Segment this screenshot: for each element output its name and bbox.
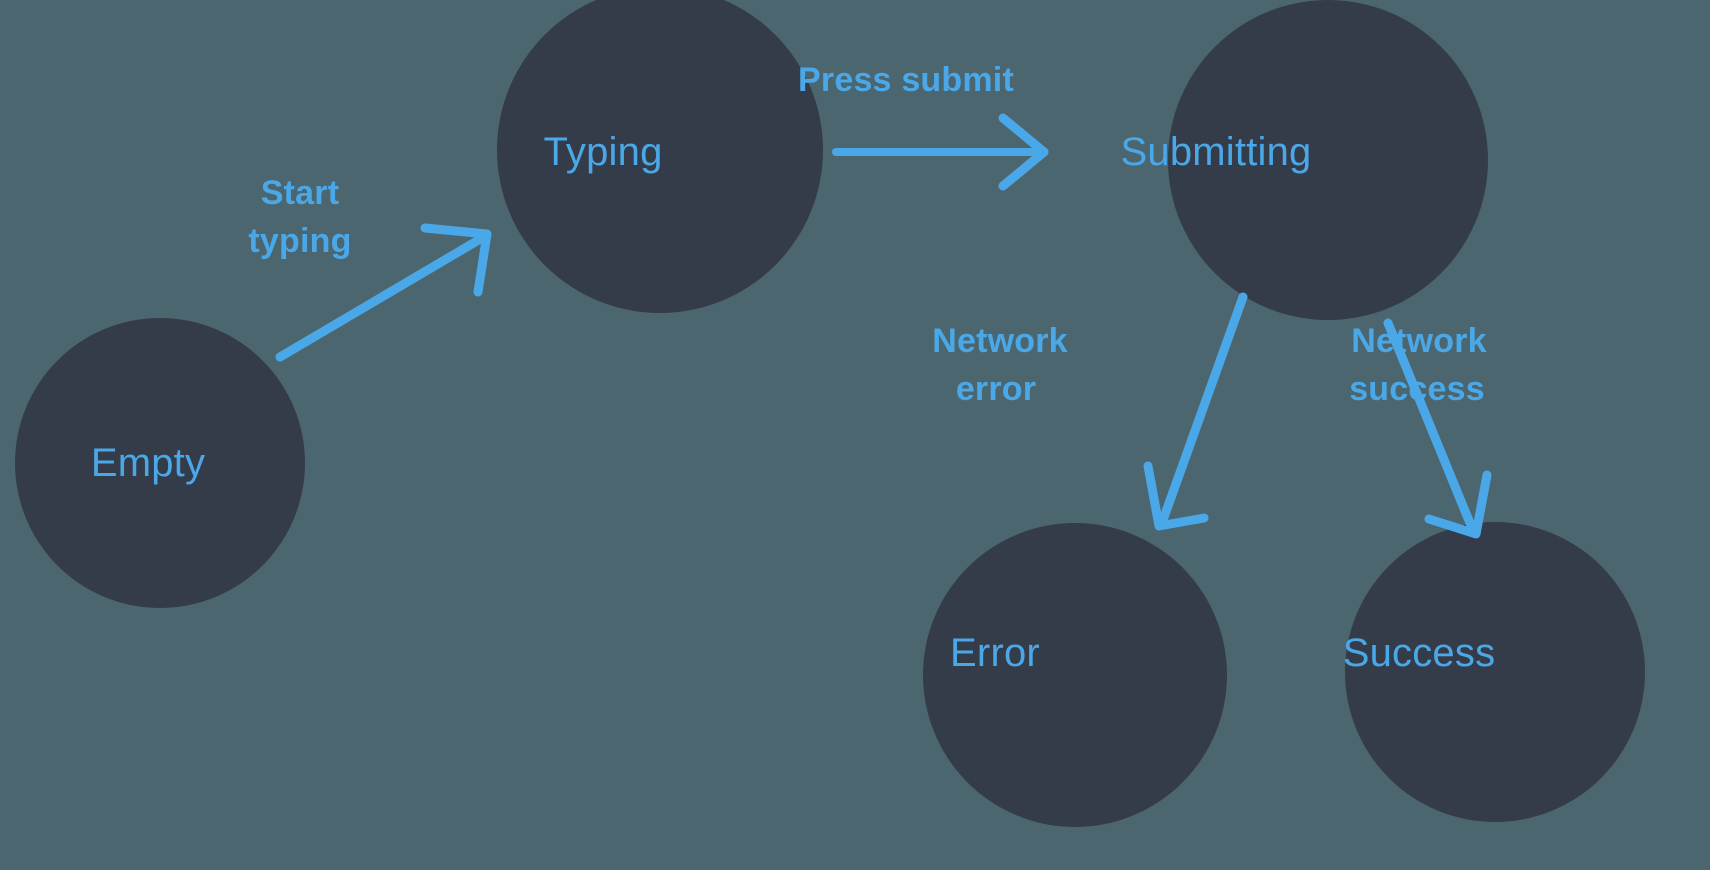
edge-empty-to-typing bbox=[275, 223, 492, 362]
edge-label-empty-to-typing: Start typing bbox=[248, 174, 351, 260]
node-circle-submitting[interactable] bbox=[1168, 0, 1488, 320]
edge-label-line-typing: typing bbox=[248, 222, 351, 260]
node-circle-empty[interactable] bbox=[15, 318, 305, 608]
edge-label-submitting-to-success: Network success bbox=[1349, 322, 1487, 408]
edge-label-typing-to-submitting: Press submit bbox=[798, 61, 1014, 99]
node-label-typing: Typing bbox=[543, 130, 662, 174]
edge-line-empty-to-typing bbox=[275, 233, 487, 362]
node-success[interactable]: Success bbox=[1343, 522, 1645, 822]
node-empty[interactable]: Empty bbox=[15, 318, 305, 608]
edge-label-line-network-err: Network bbox=[932, 322, 1068, 360]
node-label-success: Success bbox=[1343, 631, 1496, 675]
edge-submitting-to-success bbox=[1383, 318, 1492, 539]
node-error[interactable]: Error bbox=[923, 523, 1227, 827]
arrowhead-submitting-to-success bbox=[1424, 470, 1492, 539]
arrowhead-typing-to-submitting bbox=[998, 113, 1049, 191]
edge-label-line-press-submit: Press submit bbox=[798, 61, 1014, 99]
edge-label-line-network-succ: Network bbox=[1351, 322, 1487, 360]
node-circle-success[interactable] bbox=[1345, 522, 1645, 822]
arrowhead-empty-to-typing bbox=[420, 223, 492, 297]
node-label-empty: Empty bbox=[91, 441, 205, 485]
edge-submitting-to-error bbox=[1143, 292, 1248, 531]
edge-label-line-error: error bbox=[956, 370, 1036, 408]
edge-typing-to-submitting bbox=[832, 113, 1049, 191]
edge-label-line-success: success bbox=[1349, 370, 1485, 408]
edge-line-submitting-to-success bbox=[1383, 318, 1477, 533]
node-typing[interactable]: Typing bbox=[497, 0, 823, 313]
arrowhead-submitting-to-error bbox=[1143, 461, 1209, 531]
edge-line-submitting-to-error bbox=[1158, 292, 1248, 525]
edge-label-submitting-to-error: Network error bbox=[932, 322, 1068, 408]
edge-label-line-start: Start bbox=[261, 174, 339, 212]
node-circle-typing[interactable] bbox=[497, 0, 823, 313]
node-circle-error[interactable] bbox=[923, 523, 1227, 827]
node-submitting[interactable]: Submitting bbox=[1121, 0, 1488, 320]
node-label-error: Error bbox=[950, 631, 1040, 675]
node-label-submitting: Submitting bbox=[1121, 130, 1312, 174]
